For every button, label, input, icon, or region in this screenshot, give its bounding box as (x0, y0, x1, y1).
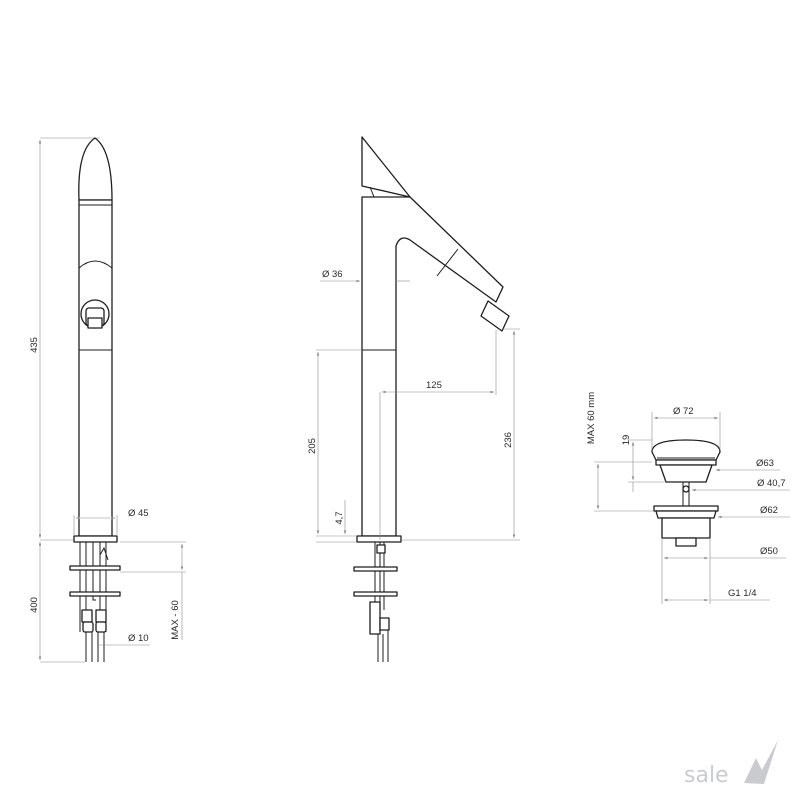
dimension-height-236: 236 (401, 328, 520, 541)
dimension-diameter-36: Ø 36 (320, 269, 410, 283)
dimension-height-400: 400 (29, 542, 85, 663)
dimension-max-60: MAX - 60 (120, 541, 186, 640)
dimension-label-d10: Ø 10 (128, 633, 149, 644)
dimension-label-d45: Ø 45 (128, 508, 149, 519)
brand-logo-icon (744, 740, 778, 784)
dimension-label-d63: Ø63 (756, 458, 774, 469)
dimension-label-max-60: MAX - 60 (170, 600, 181, 640)
side-view: Ø 36 125 205 4,7 236 (307, 136, 520, 662)
dimension-diameter-40-7: Ø 40,7 (692, 478, 790, 492)
dimension-diameter-45: Ø 45 (73, 508, 149, 536)
dimension-height-435: 435 (29, 137, 100, 541)
brand-watermark: sale (684, 740, 778, 788)
dimension-diameter-50: Ø50 (661, 538, 786, 604)
side-fixing-assembly (353, 542, 398, 662)
dimension-label-max-60mm: MAX 60 mm (586, 392, 597, 444)
dimension-reach-125: 125 (379, 330, 497, 540)
dimension-height-205: 205 (307, 349, 362, 534)
front-view: 435 400 Ø 45 (29, 137, 186, 663)
dimension-label-4-7: 4,7 (334, 511, 345, 524)
dimension-label-d62: Ø62 (760, 505, 778, 516)
dimension-diameter-62: Ø62 (718, 505, 790, 519)
dimension-base-4-7: 4,7 (316, 500, 357, 543)
dimension-diameter-63: Ø63 (716, 458, 780, 472)
dimension-cap-height-19: 19 (621, 435, 666, 492)
drain-assembly (651, 439, 721, 547)
dimension-label-g1-1-4: G1 1/4 (728, 588, 757, 599)
front-fixing-assembly (69, 542, 121, 662)
dimension-label-400: 400 (29, 597, 40, 613)
dimension-diameter-72: Ø 72 (651, 406, 721, 450)
dimension-label-236: 236 (503, 432, 514, 448)
faucet-front-body (73, 137, 118, 543)
dimension-max-60mm: MAX 60 mm (586, 392, 654, 512)
dimension-label-19: 19 (621, 435, 632, 446)
dimension-label-205: 205 (307, 438, 318, 454)
brand-wordmark: sale (684, 763, 729, 788)
faucet-side-body (356, 136, 510, 543)
dimension-label-125: 125 (426, 380, 442, 391)
dimension-label-d36: Ø 36 (322, 269, 343, 280)
dimension-thread-g1-1-4: G1 1/4 (664, 588, 770, 602)
drain-view: MAX 60 mm 19 Ø 72 Ø63 Ø 40,7 (586, 392, 790, 604)
dimension-label-d40-7: Ø 40,7 (757, 478, 786, 489)
dimension-diameter-10: Ø 10 (98, 633, 150, 646)
dimension-label-d72: Ø 72 (673, 406, 694, 417)
dimension-label-d50: Ø50 (760, 546, 778, 557)
dimension-label-435: 435 (29, 337, 40, 353)
